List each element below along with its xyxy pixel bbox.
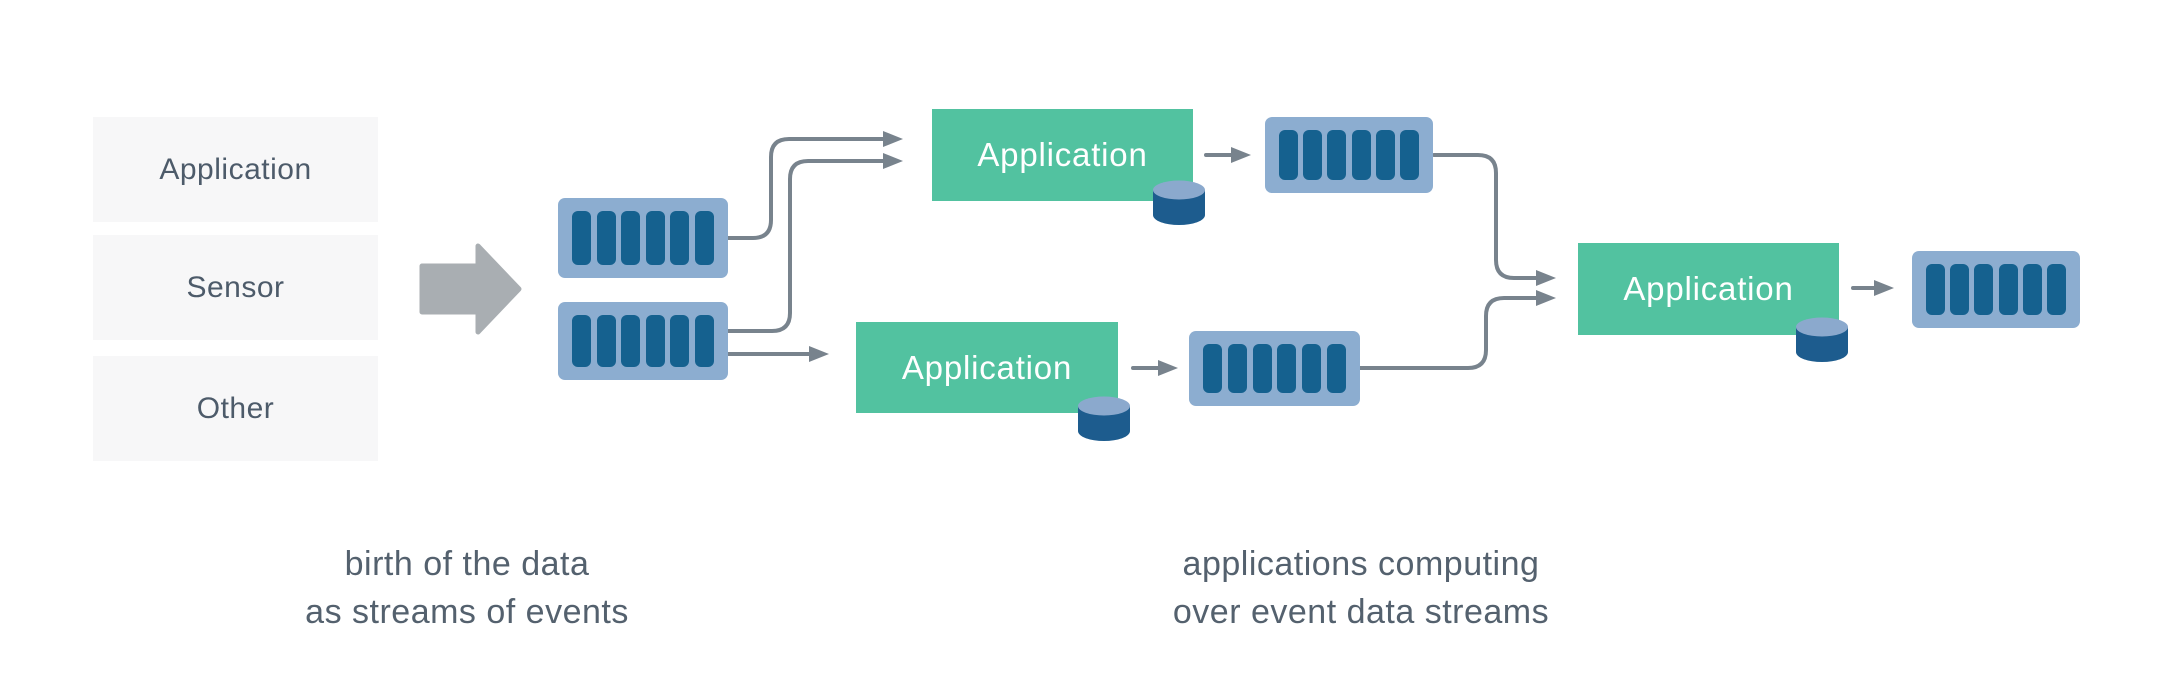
caption-line: birth of the data	[344, 545, 590, 583]
stream-bar	[1998, 264, 2018, 315]
caption-line: over event data streams	[1172, 593, 1550, 631]
database-cylinder-icon	[1795, 317, 1849, 363]
caption-line: applications computing	[1182, 545, 1540, 583]
source-item-application: Application	[93, 117, 378, 222]
stream-bar	[645, 315, 665, 367]
event-stream-icon-output	[1912, 251, 2080, 328]
stream-bar	[2022, 264, 2042, 315]
stream-bar	[621, 315, 641, 367]
database-cylinder-icon	[1077, 396, 1131, 442]
stream-bar	[1399, 130, 1419, 180]
caption-birth-of-data: birth of the data as streams of events	[305, 540, 629, 636]
stream-bar	[1926, 264, 1945, 315]
caption-line: as streams of events	[305, 593, 629, 631]
application-label: Application	[977, 136, 1148, 173]
stream-bar	[1277, 344, 1297, 393]
flow-arrow-stream3-app3	[1432, 153, 1556, 286]
event-stream-icon-input-2	[558, 302, 728, 380]
stream-bar	[1252, 344, 1272, 393]
stream-bar	[670, 211, 690, 265]
stream-bar	[1950, 264, 1970, 315]
stream-bar	[2046, 264, 2066, 315]
stream-bar	[572, 211, 591, 265]
stream-bar	[621, 211, 641, 265]
stream-bars	[1279, 130, 1419, 180]
application-node-2: Application	[856, 322, 1118, 413]
event-stream-icon-derived-2	[1189, 331, 1360, 406]
application-node-3: Application	[1578, 243, 1839, 335]
source-item-sensor: Sensor	[93, 235, 378, 340]
flow-arrow-stream2-app1	[726, 153, 903, 333]
stream-bar	[694, 211, 714, 265]
stream-bar	[645, 211, 665, 265]
source-label: Application	[159, 152, 312, 186]
stream-bars	[1926, 264, 2066, 315]
application-label: Application	[1623, 270, 1794, 307]
stream-bar	[596, 211, 616, 265]
application-label: Application	[901, 348, 1073, 386]
source-label: Sensor	[186, 270, 285, 304]
stream-bar	[572, 315, 591, 367]
stream-bars	[1203, 344, 1346, 393]
stream-bar	[1351, 130, 1371, 180]
event-stream-icon-derived-1	[1265, 117, 1433, 193]
stream-bars	[572, 315, 714, 367]
stream-bar	[596, 315, 616, 367]
stream-bar	[1227, 344, 1247, 393]
stream-bar	[1326, 344, 1346, 393]
stream-bar	[694, 315, 714, 367]
stream-bar	[1327, 130, 1347, 180]
application-node-1: Application	[932, 109, 1193, 201]
stream-bar	[1303, 130, 1323, 180]
source-item-other: Other	[93, 356, 378, 461]
stream-bar	[1974, 264, 1994, 315]
database-cylinder-icon	[1152, 180, 1206, 226]
source-label: Other	[196, 391, 275, 425]
stream-bar	[1375, 130, 1395, 180]
stream-bar	[1279, 130, 1298, 180]
stream-bar	[1203, 344, 1222, 393]
stream-bar	[1302, 344, 1322, 393]
block-arrow-right-icon	[419, 243, 522, 335]
caption-applications-computing: applications computing over event data s…	[1173, 540, 1549, 636]
event-stream-icon-input-1	[558, 198, 728, 278]
stream-bar	[670, 315, 690, 367]
stream-bars	[572, 211, 714, 265]
flow-arrow-stream1-app1	[726, 131, 903, 240]
flow-arrow-stream4-app3	[1358, 290, 1556, 370]
